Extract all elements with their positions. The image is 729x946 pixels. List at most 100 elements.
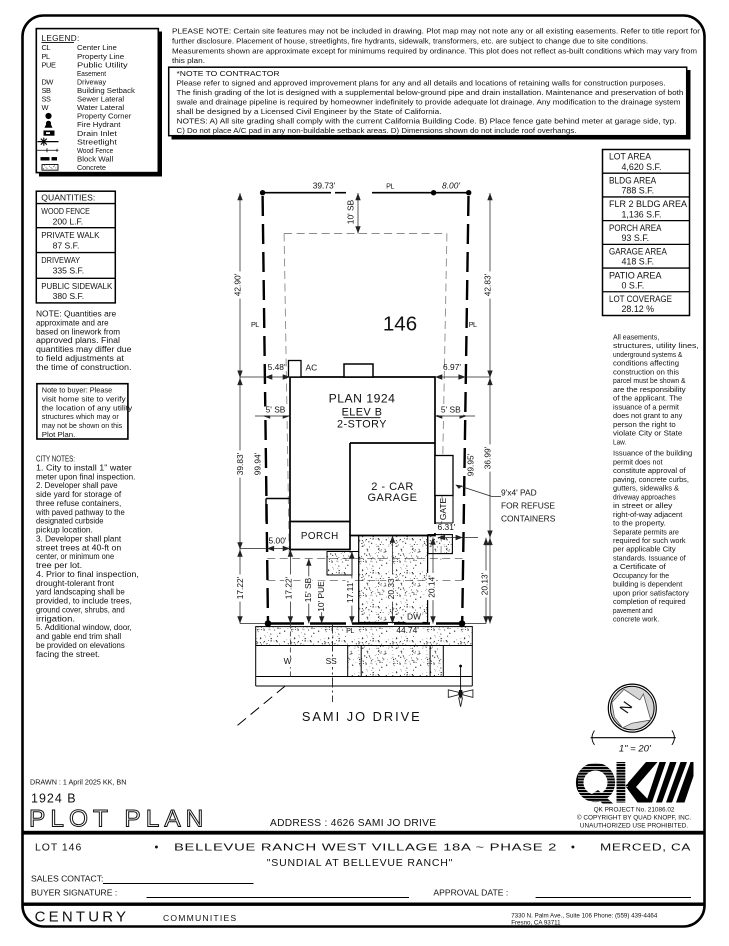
svg-text:2. Developer shall pave: 2. Developer shall pave bbox=[36, 481, 118, 490]
svg-text:NOTE: Quantities are: NOTE: Quantities are bbox=[36, 310, 116, 319]
svg-text:20.14': 20.14' bbox=[427, 575, 437, 598]
svg-text:DRAWN : 1 April 2025 KK, BN: DRAWN : 1 April 2025 KK, BN bbox=[30, 778, 126, 787]
svg-text:BLDG AREA: BLDG AREA bbox=[609, 175, 656, 185]
svg-text:street trees at 40-ft on: street trees at 40-ft on bbox=[36, 543, 121, 552]
svg-text:LEGEND:: LEGEND: bbox=[42, 34, 80, 43]
svg-text:•: • bbox=[155, 842, 159, 854]
svg-text:Concrete: Concrete bbox=[77, 163, 106, 172]
svg-text:underground systems &: underground systems & bbox=[613, 350, 682, 359]
svg-text:of the applicant. The: of the applicant. The bbox=[613, 394, 682, 403]
svg-text:tree per lot.: tree per lot. bbox=[36, 561, 82, 570]
svg-text:DW: DW bbox=[407, 612, 421, 622]
svg-text:1,136 S.F.: 1,136 S.F. bbox=[622, 209, 662, 219]
svg-text:17.22': 17.22' bbox=[235, 576, 245, 599]
svg-text:146: 146 bbox=[383, 313, 417, 336]
svg-text:Drain Inlet: Drain Inlet bbox=[77, 129, 118, 138]
svg-text:Please refer to signed and app: Please refer to signed and approved impr… bbox=[177, 78, 666, 87]
svg-text:approved plans. Final: approved plans. Final bbox=[36, 336, 120, 345]
svg-text:The finish grading of the lot: The finish grading of the lot is designe… bbox=[177, 88, 684, 97]
svg-text:PLEASE NOTE: Certain site fea: PLEASE NOTE: Certain site features may n… bbox=[172, 27, 701, 36]
svg-text:driveway approaches: driveway approaches bbox=[613, 492, 676, 501]
svg-text:yard landscaping shall be: yard landscaping shall be bbox=[36, 588, 125, 597]
svg-text:per applicable City: per applicable City bbox=[613, 545, 676, 554]
svg-text:4. Prior to final inspection,: 4. Prior to final inspection, bbox=[36, 570, 139, 579]
svg-text:87 S.F.: 87 S.F. bbox=[53, 241, 80, 251]
svg-text:UNAUTHORIZED USE PROHIBITED.: UNAUTHORIZED USE PROHIBITED. bbox=[580, 822, 689, 829]
svg-text:further disclosure. Placement: further disclosure. Placement of house, … bbox=[172, 36, 648, 45]
svg-text:LOT COVERAGE: LOT COVERAGE bbox=[609, 294, 672, 304]
svg-text:based on linework from: based on linework from bbox=[36, 327, 120, 336]
svg-text:AC: AC bbox=[306, 363, 318, 373]
svg-text:10' SB: 10' SB bbox=[346, 199, 356, 224]
svg-text:LOT 146: LOT 146 bbox=[35, 843, 82, 854]
svg-text:C) Do not place A/C pad in any: C) Do not place A/C pad in any non-build… bbox=[177, 126, 577, 135]
svg-text:CONTAINERS: CONTAINERS bbox=[501, 514, 556, 524]
svg-text:PORCH AREA: PORCH AREA bbox=[609, 223, 662, 233]
svg-text:does not grant to any: does not grant to any bbox=[613, 411, 682, 420]
svg-text:28.12 %: 28.12 % bbox=[622, 304, 655, 314]
svg-text:SALES CONTACT:: SALES CONTACT: bbox=[31, 874, 103, 884]
svg-text:1" = 20': 1" = 20' bbox=[619, 744, 652, 755]
svg-text:standards. Issuance of: standards. Issuance of bbox=[613, 553, 686, 562]
svg-text:Fire Hydrant: Fire Hydrant bbox=[77, 120, 121, 129]
svg-text:concrete work.: concrete work. bbox=[613, 615, 659, 624]
svg-text:17.11': 17.11' bbox=[345, 581, 355, 603]
svg-text:issuance of a permit: issuance of a permit bbox=[613, 402, 680, 411]
svg-text:visit home site to verify: visit home site to verify bbox=[42, 394, 126, 403]
svg-text:right-of-way adjacent: right-of-way adjacent bbox=[613, 510, 683, 519]
svg-text:structures, utility lines,: structures, utility lines, bbox=[613, 341, 699, 350]
svg-text:required for such work: required for such work bbox=[613, 536, 686, 545]
svg-text:GARAGE AREA: GARAGE AREA bbox=[609, 247, 667, 257]
svg-text:W: W bbox=[42, 103, 49, 112]
svg-text:W: W bbox=[284, 656, 292, 666]
svg-text:Streetlight: Streetlight bbox=[77, 137, 118, 146]
svg-text:CITY NOTES:: CITY NOTES: bbox=[36, 455, 75, 464]
svg-text:PL: PL bbox=[42, 52, 51, 61]
svg-text:Center Line: Center Line bbox=[77, 43, 117, 52]
svg-text:GARAGE: GARAGE bbox=[367, 492, 417, 504]
svg-text:Easement: Easement bbox=[77, 69, 107, 78]
svg-text:Water Lateral: Water Lateral bbox=[77, 103, 124, 112]
svg-text:4,620 S.F.: 4,620 S.F. bbox=[622, 162, 662, 172]
svg-text:39.73': 39.73' bbox=[313, 181, 336, 191]
svg-text:788 S.F.: 788 S.F. bbox=[622, 186, 655, 196]
svg-text:99.94': 99.94' bbox=[253, 452, 263, 475]
svg-text:pickup location.: pickup location. bbox=[36, 526, 93, 535]
svg-text:permit does not: permit does not bbox=[613, 457, 663, 466]
svg-text:200 L.F.: 200 L.F. bbox=[53, 216, 84, 226]
svg-text:gutters, sidewalks &: gutters, sidewalks & bbox=[613, 484, 679, 493]
svg-text:1924 B: 1924 B bbox=[31, 792, 77, 806]
svg-text:20.33': 20.33' bbox=[386, 576, 396, 599]
svg-text:SS: SS bbox=[42, 95, 52, 104]
svg-text:DW: DW bbox=[42, 77, 54, 86]
svg-text:"SUNDIAL AT BELLEVUE RANCH": "SUNDIAL AT BELLEVUE RANCH" bbox=[267, 857, 453, 869]
svg-text:Building Setback: Building Setback bbox=[77, 86, 135, 95]
svg-text:SS: SS bbox=[326, 656, 338, 666]
svg-text:93 S.F.: 93 S.F. bbox=[622, 233, 650, 243]
svg-text:1. City to install 1" water: 1. City to install 1" water bbox=[36, 463, 132, 472]
svg-text:39.83': 39.83' bbox=[235, 452, 245, 475]
svg-text:42.90': 42.90' bbox=[233, 273, 243, 296]
svg-text:6.31': 6.31' bbox=[438, 522, 456, 532]
svg-text:center, or minimum one: center, or minimum one bbox=[36, 552, 114, 561]
svg-text:8.00': 8.00' bbox=[442, 181, 460, 191]
svg-text:this plan.: this plan. bbox=[172, 56, 205, 65]
svg-text:swale and drainage pipeline is: swale and drainage pipeline is required … bbox=[177, 97, 681, 106]
svg-text:0 S.F.: 0 S.F. bbox=[622, 280, 645, 290]
svg-text:99.95': 99.95' bbox=[466, 453, 476, 476]
svg-text:QUANTITIES:: QUANTITIES: bbox=[41, 193, 95, 203]
svg-text:upon prior satisfactory: upon prior satisfactory bbox=[613, 588, 689, 597]
svg-text:5' SB: 5' SB bbox=[441, 405, 461, 415]
svg-text:•: • bbox=[571, 842, 575, 854]
svg-text:BELLEVUE RANCH WEST VILLAGE 18: BELLEVUE RANCH WEST VILLAGE 18A ~ PHASE … bbox=[174, 843, 557, 854]
svg-text:PUE: PUE bbox=[42, 60, 56, 69]
svg-text:provided, to include trees,: provided, to include trees, bbox=[36, 597, 132, 606]
svg-text:All easements,: All easements, bbox=[613, 333, 659, 342]
svg-text:APPROVAL DATE :: APPROVAL DATE : bbox=[433, 888, 508, 898]
svg-text:MERCED, CA: MERCED, CA bbox=[600, 843, 691, 854]
svg-text:Sewer Lateral: Sewer Lateral bbox=[77, 95, 124, 104]
svg-text:GATE: GATE bbox=[438, 498, 448, 521]
svg-text:facing the street.: facing the street. bbox=[36, 650, 100, 659]
svg-text:LOT AREA: LOT AREA bbox=[609, 152, 651, 162]
svg-text:Public Utility: Public Utility bbox=[77, 60, 128, 69]
